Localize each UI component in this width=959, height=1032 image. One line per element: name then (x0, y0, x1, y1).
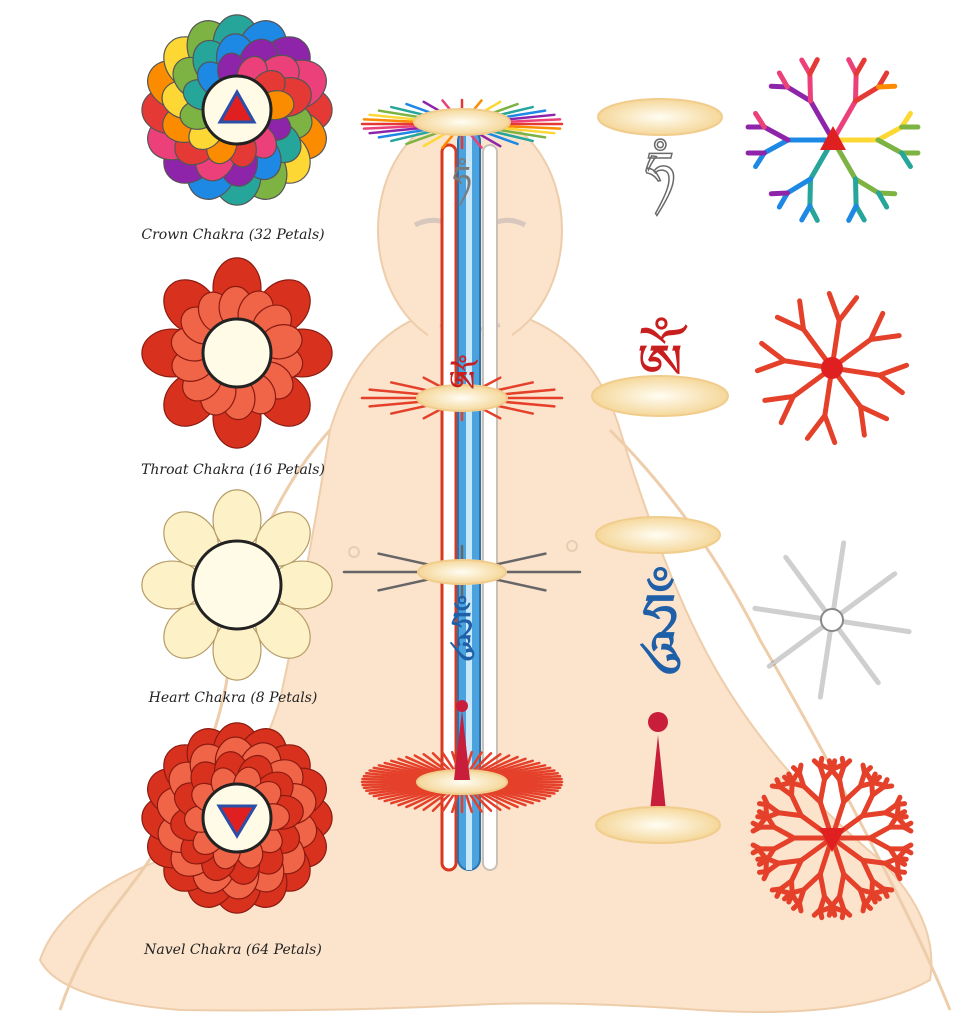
channel-branch (856, 179, 879, 193)
channel-branch (879, 365, 906, 375)
channel-branch (759, 860, 766, 864)
channel-branch (825, 415, 835, 442)
channel-branch (856, 60, 864, 74)
lotus-center-disc (193, 541, 281, 629)
channel-branch (849, 206, 856, 220)
throat-disc (592, 376, 728, 416)
navel-disc (596, 807, 720, 843)
channel-branch (764, 797, 768, 804)
center-dot (821, 357, 843, 379)
channel-branch (759, 871, 767, 872)
channel-branch (833, 766, 841, 769)
channel-branch (829, 293, 839, 320)
channel-branch (896, 871, 900, 878)
crown-disc (598, 99, 722, 135)
channel-branch (779, 860, 802, 863)
lotus-center-disc (203, 319, 271, 387)
channel-branch (872, 774, 876, 781)
navel-chakra-caption: Navel Chakra (64 Petals) (113, 942, 353, 958)
channel-branch (764, 127, 788, 140)
center-ring (821, 609, 843, 631)
channel-branch (802, 206, 810, 220)
crown-chakra-caption: Crown Chakra (32 Petals) (113, 227, 353, 243)
channel-branch (856, 179, 857, 206)
channel-branch (897, 860, 898, 868)
channel-branch (758, 817, 766, 818)
throat-channel-tree (757, 293, 906, 442)
channel-branch (863, 813, 886, 816)
channel-branch (856, 87, 879, 101)
channel-branch (879, 86, 895, 87)
navel-a-top (648, 712, 668, 732)
channel-branch (810, 60, 817, 74)
channel-branch (757, 361, 784, 371)
channel-branch (810, 179, 811, 206)
channel-a-dot (456, 700, 468, 712)
channel-branch (764, 140, 788, 153)
channel-branch (772, 889, 780, 890)
crown-ham-syllable: ཧཾ (645, 138, 675, 216)
channel-branch (823, 907, 831, 910)
channel-branch (904, 827, 911, 831)
channel-branch (840, 779, 844, 801)
channel-branch (789, 895, 793, 902)
channel-branch (879, 375, 902, 392)
channel-branch (870, 827, 890, 838)
channel-branch (771, 193, 787, 194)
channel-branch (839, 298, 856, 321)
channel-branch (782, 891, 790, 893)
channel-branch (766, 807, 767, 815)
throat-chakra-caption: Throat Chakra (16 Petals) (113, 462, 353, 478)
crown-channel-tree (748, 60, 918, 221)
channel-branch (863, 903, 865, 911)
channel-branch (787, 87, 810, 101)
channel-branch (777, 780, 781, 787)
heart-body-wheel (344, 546, 580, 598)
heart-disc (596, 517, 720, 553)
channel-branch (753, 845, 760, 849)
channel-branch (799, 765, 801, 773)
channel-branch (807, 415, 824, 438)
channel-branch (810, 74, 811, 101)
crown-lotus (140, 13, 334, 207)
channel-branch (833, 907, 835, 915)
heart-chakra-caption: Heart Chakra (8 Petals) (113, 690, 353, 706)
heart-lotus (142, 490, 332, 680)
crown-body-wheel (362, 100, 562, 148)
channel-branch (898, 858, 906, 859)
channel-branch (829, 761, 831, 769)
channel-branch (787, 179, 810, 193)
channel-branch (878, 127, 902, 140)
channel-branch (884, 786, 892, 787)
channel-branch (856, 74, 857, 101)
channel-branch (874, 783, 882, 785)
channel-branch (762, 343, 785, 360)
channel-branch (896, 804, 904, 805)
channel-branch (878, 140, 902, 153)
channel-branch (820, 779, 824, 801)
throat-lotus (142, 258, 332, 448)
channel-branch (884, 889, 888, 896)
